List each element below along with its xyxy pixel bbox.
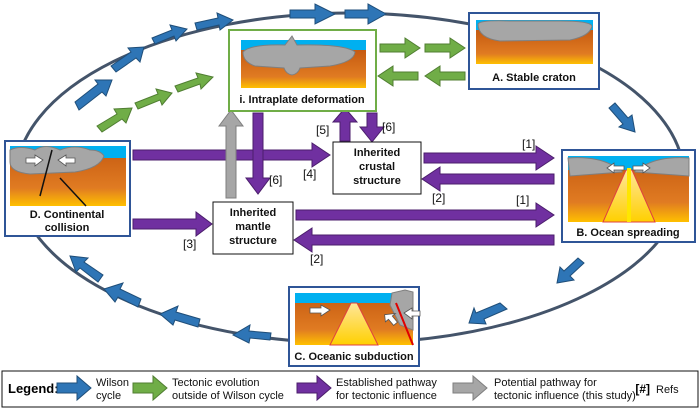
subduction-down-arrow-icon (384, 312, 399, 326)
tectonic-arrow-7 (377, 65, 419, 87)
reference-labels: [1] [2] [1] [2] [3] [4] [5] [6] [6] (183, 120, 535, 266)
stage-d-box: D. Continental collision (4, 140, 131, 237)
stage-c-label: C. Oceanic subduction (294, 351, 413, 363)
ocean-spreading-right-plate (634, 157, 690, 177)
ref-3: [3] (183, 237, 196, 251)
tectonic-arrow-5 (424, 37, 466, 59)
arrow-mantle-to-b-1 (295, 202, 555, 228)
wilson-arrow-1 (74, 79, 113, 111)
wilson-arrow-4 (194, 12, 234, 31)
tectonic-arrow-3 (174, 72, 214, 93)
collision-left-arrow-icon (57, 154, 76, 167)
ocean-spreading-left-plate (567, 157, 623, 177)
legend-wilson-arrow (56, 374, 92, 402)
wilson-arrow-6 (344, 3, 388, 25)
legend-tectonic-line1: Tectonic evolution (172, 377, 259, 389)
ref-6-top: [6] (382, 120, 395, 134)
ref-6-mid: [6] (269, 173, 282, 187)
wilson-arrow-8 (556, 257, 585, 284)
stage-a-label: A. Stable craton (492, 72, 576, 84)
inherited-crustal-structure-box: Inherited crustal structure (332, 141, 422, 195)
arrow-i-to-mantle-6 (245, 112, 271, 195)
wilson-arrow-2 (110, 46, 145, 73)
stage-d-label-line2: collision (45, 222, 90, 234)
legend-tectonic-arrow (132, 374, 168, 402)
crustal-line3: structure (353, 175, 401, 187)
wilson-arrow-9 (468, 302, 508, 325)
tectonic-arrow-2 (134, 88, 173, 110)
stage-a-box: A. Stable craton (468, 12, 600, 90)
crustal-line2: crustal (359, 161, 395, 173)
legend-established-arrow (296, 374, 332, 402)
subduction-left-arrow-icon (403, 307, 421, 320)
arrow-b-to-crustal-2 (421, 166, 555, 192)
mantle-line3: structure (229, 235, 277, 247)
wilson-arrow-3 (151, 24, 188, 45)
crustal-line1: Inherited (354, 147, 400, 159)
stage-i-box: i. Intraplate deformation (228, 29, 377, 112)
collision-right-arrow-icon (25, 154, 44, 167)
wilson-arrow-10 (231, 324, 272, 344)
subduction-plume (329, 302, 379, 346)
legend-title: Legend: (8, 381, 59, 396)
continental-collision-illustration (9, 146, 105, 175)
stage-b-box: B. Ocean spreading (561, 149, 696, 243)
wilson-arrow-13 (69, 255, 104, 283)
tectonic-arrow-4 (379, 37, 421, 59)
right-arrow-icon (632, 162, 651, 174)
intraplate-deformation-illustration (242, 35, 356, 76)
legend-potential-arrow (452, 374, 488, 402)
arrow-crustal-to-i-5 (331, 107, 359, 142)
legend-wilson-line1: Wilson (96, 377, 129, 389)
tectonic-arrow-6 (424, 65, 466, 87)
stage-d-label-line1: D. Continental (30, 209, 105, 221)
ref-4: [4] (303, 167, 316, 181)
arrow-i-to-crustal-6 (358, 112, 386, 143)
stage-c-box: C. Oceanic subduction (288, 286, 421, 367)
arrow-crustal-to-b-1 (423, 145, 555, 171)
wilson-arrow-7 (608, 102, 636, 133)
wilson-cycle-arrows (69, 3, 636, 344)
arrow-mantle-to-i-potential (218, 109, 244, 199)
wilson-arrow-11 (159, 305, 201, 328)
mantle-line1: Inherited (230, 207, 276, 219)
ref-1-bottom: [1] (516, 193, 529, 207)
legend-potential-line1: Potential pathway for (494, 377, 597, 389)
ref-2-top: [2] (432, 191, 445, 205)
arrow-d-to-mantle (132, 211, 213, 237)
ref-1-top: [1] (522, 137, 535, 151)
stage-b-label: B. Ocean spreading (576, 227, 679, 239)
wilson-arrow-5 (289, 3, 337, 25)
legend-wilson-line2: cycle (96, 390, 121, 402)
ref-5: [5] (316, 123, 329, 137)
legend-refs-symbol: [#] (635, 382, 650, 396)
ref-2-bottom: [2] (310, 252, 323, 266)
subduction-right-arrow-icon (309, 304, 331, 317)
legend: Legend: Wilson cycle Tectonic evolution … (1, 370, 699, 408)
legend-established-line2: for tectonic influence (336, 390, 437, 402)
stage-i-label: i. Intraplate deformation (239, 94, 365, 106)
tectonic-arrows (96, 37, 466, 133)
tectonic-arrow-1 (96, 107, 133, 133)
inherited-mantle-structure-box: Inherited mantle structure (212, 201, 294, 255)
arrow-b-to-mantle-2 (293, 227, 555, 253)
subduction-continent (389, 289, 414, 331)
legend-tectonic-line2: outside of Wilson cycle (172, 390, 284, 402)
legend-established-line1: Established pathway (336, 377, 437, 389)
mantle-line2: mantle (235, 221, 270, 233)
wilson-arrow-12 (103, 282, 142, 308)
left-arrow-icon (606, 162, 625, 174)
stable-craton-illustration (477, 20, 593, 42)
legend-refs-label: Refs (656, 384, 679, 396)
legend-potential-line2: tectonic influence (this study) (494, 390, 636, 402)
